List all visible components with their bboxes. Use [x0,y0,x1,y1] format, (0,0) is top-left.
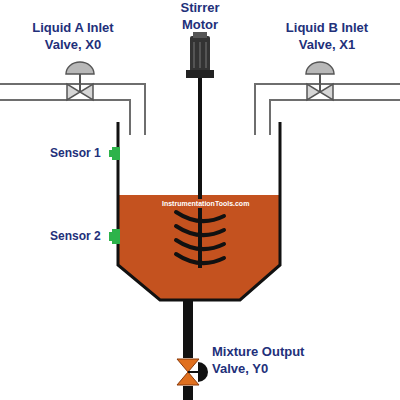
liquid-a-pipe [0,84,145,135]
auger-flight [176,212,224,221]
sensor-label: Sensor 1 [50,146,101,162]
sensor-1 [109,147,120,160]
sensor-2 [109,229,120,244]
auger-flight [176,240,224,249]
motor-label: Stirrer Motor [168,0,232,34]
auger-flight [176,226,224,235]
stirrer-motor [186,32,214,78]
watermark: InstrumentationTools.com [160,199,251,208]
sensor-label: Sensor 2 [50,229,101,245]
auger-flight [176,254,224,263]
valve-label: Mixture Output Valve, Y0 [212,344,320,378]
liquid-a-valve [66,62,94,100]
auger-blade [176,212,224,263]
mixture-output-valve [177,359,208,385]
liquid-b-valve [306,62,334,100]
stirrer-shaft [198,78,202,268]
liquid-b-pipe [255,84,400,135]
valve-label: Liquid A Inlet Valve, X0 [14,20,132,54]
valve-label: Liquid B Inlet Valve, X1 [268,20,386,54]
